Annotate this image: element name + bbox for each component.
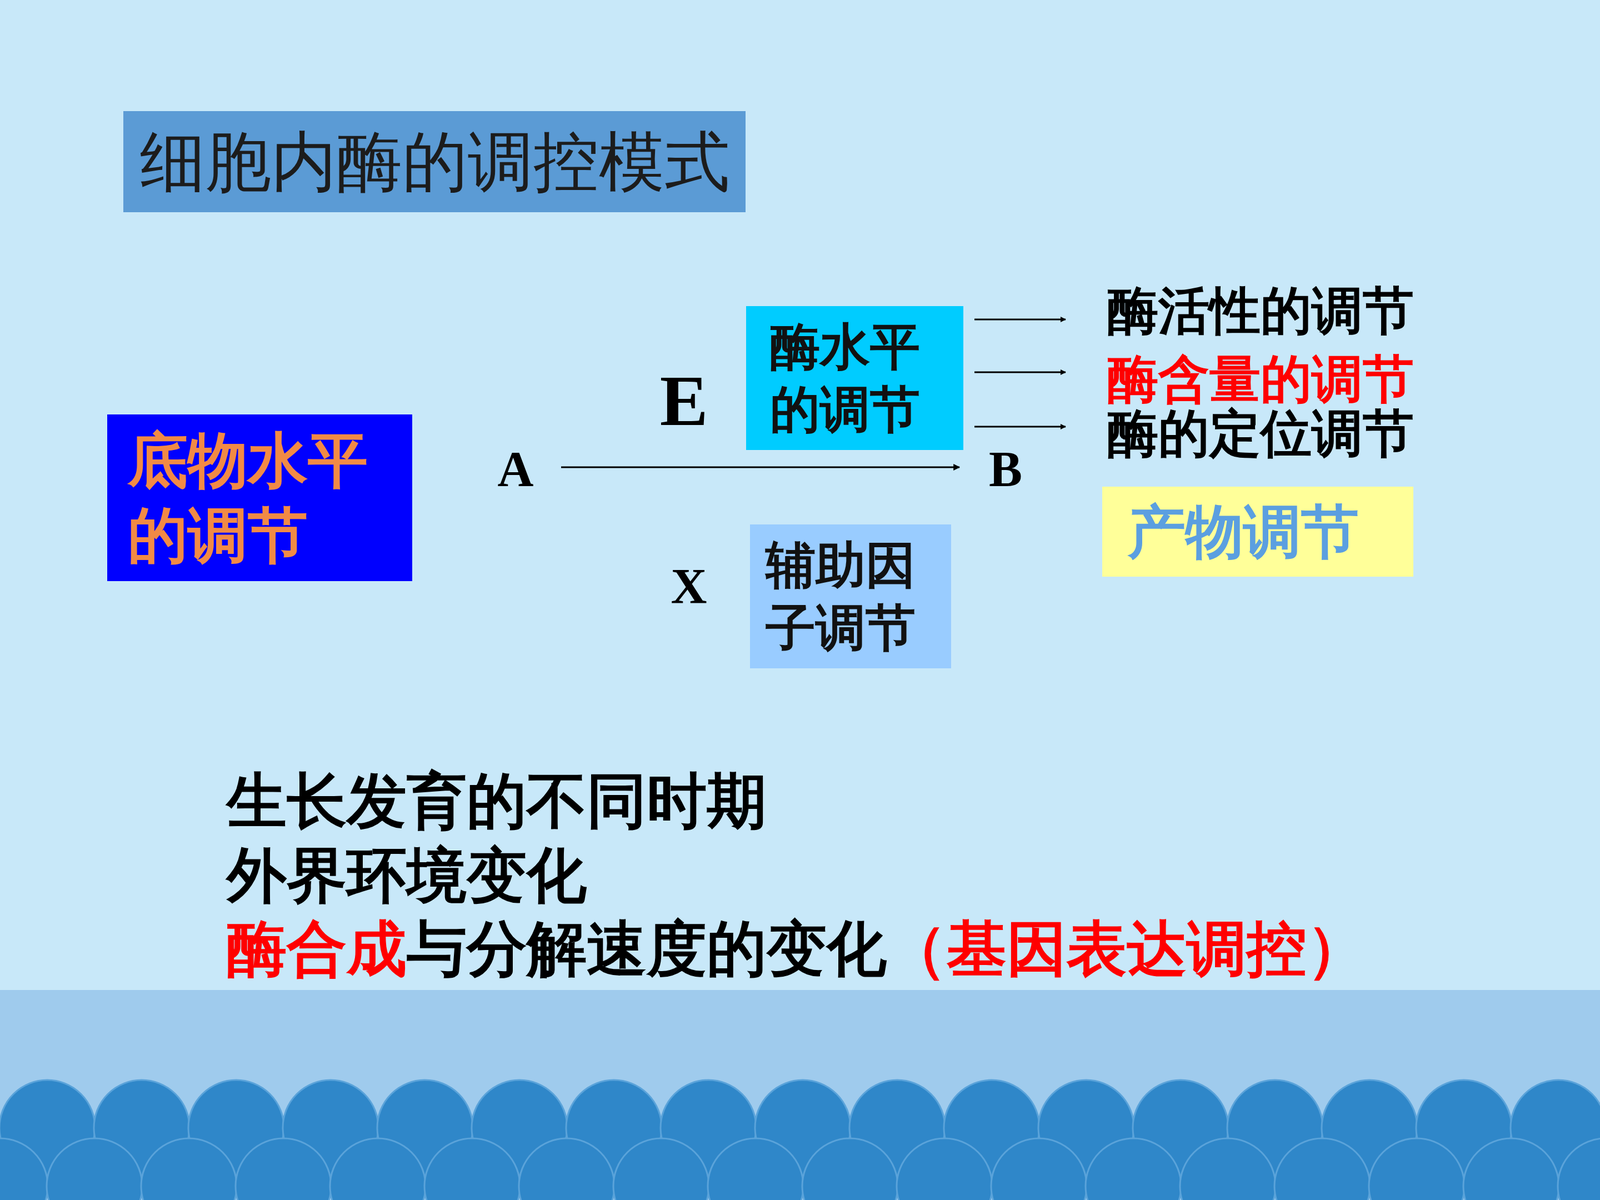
cofactor-box: 辅助因 子调节 xyxy=(750,524,952,669)
branch-arrow xyxy=(974,371,1066,374)
product-box: 产物调节 xyxy=(1102,486,1414,577)
wave-circle xyxy=(1274,1138,1370,1200)
wave-circle xyxy=(141,1138,237,1200)
box-text: 底物水平 的调节 xyxy=(127,422,392,573)
reaction-arrow xyxy=(561,466,960,469)
enzyme-box: 酶水平 的调节 xyxy=(746,306,964,450)
wave-circle xyxy=(1557,1138,1600,1200)
wave-circle xyxy=(424,1138,520,1200)
box-text: 辅助因 子调节 xyxy=(765,533,936,659)
wave-circle xyxy=(46,1138,143,1200)
product-letter: B xyxy=(988,440,1023,499)
note-line: 生长发育的不同时期 xyxy=(226,766,767,836)
substrate-letter: A xyxy=(497,440,534,499)
wave-circle xyxy=(1463,1138,1559,1200)
box-text: 酶水平 的调节 xyxy=(770,315,940,441)
wave-circle xyxy=(802,1138,898,1200)
note-line: （基因表达调控） xyxy=(886,914,1367,984)
wave-circle xyxy=(1085,1138,1182,1200)
wave-circle xyxy=(235,1138,332,1200)
wave-circle xyxy=(1368,1138,1465,1200)
wave-circle xyxy=(991,1138,1087,1200)
wave-circle xyxy=(0,1138,48,1200)
wave-circle xyxy=(707,1138,804,1200)
branch-text: 酶含量的调节 xyxy=(1107,350,1414,409)
note-line: 与分解速度的变化 xyxy=(406,914,887,984)
title: 细胞内酶的调控模式 xyxy=(123,111,746,213)
enzyme-letter: E xyxy=(660,359,709,443)
cofactor-letter: X xyxy=(671,557,708,616)
note-line: 外界环境变化 xyxy=(226,841,587,910)
wave-circle xyxy=(518,1138,615,1200)
branch-arrow xyxy=(974,318,1066,321)
branch-text: 酶活性的调节 xyxy=(1107,281,1414,341)
wave-circle xyxy=(1180,1138,1276,1200)
wave-circle xyxy=(613,1138,709,1200)
wave-circle xyxy=(896,1138,993,1200)
box-text: 产物调节 xyxy=(1127,495,1388,568)
wave-pattern xyxy=(0,1080,1600,1200)
note-line: 酶合成 xyxy=(226,914,407,984)
wave-circle xyxy=(330,1138,426,1200)
substrate-box: 底物水平 的调节 xyxy=(107,414,413,582)
branch-arrow xyxy=(974,426,1066,428)
branch-text: 酶的定位调节 xyxy=(1107,404,1414,464)
